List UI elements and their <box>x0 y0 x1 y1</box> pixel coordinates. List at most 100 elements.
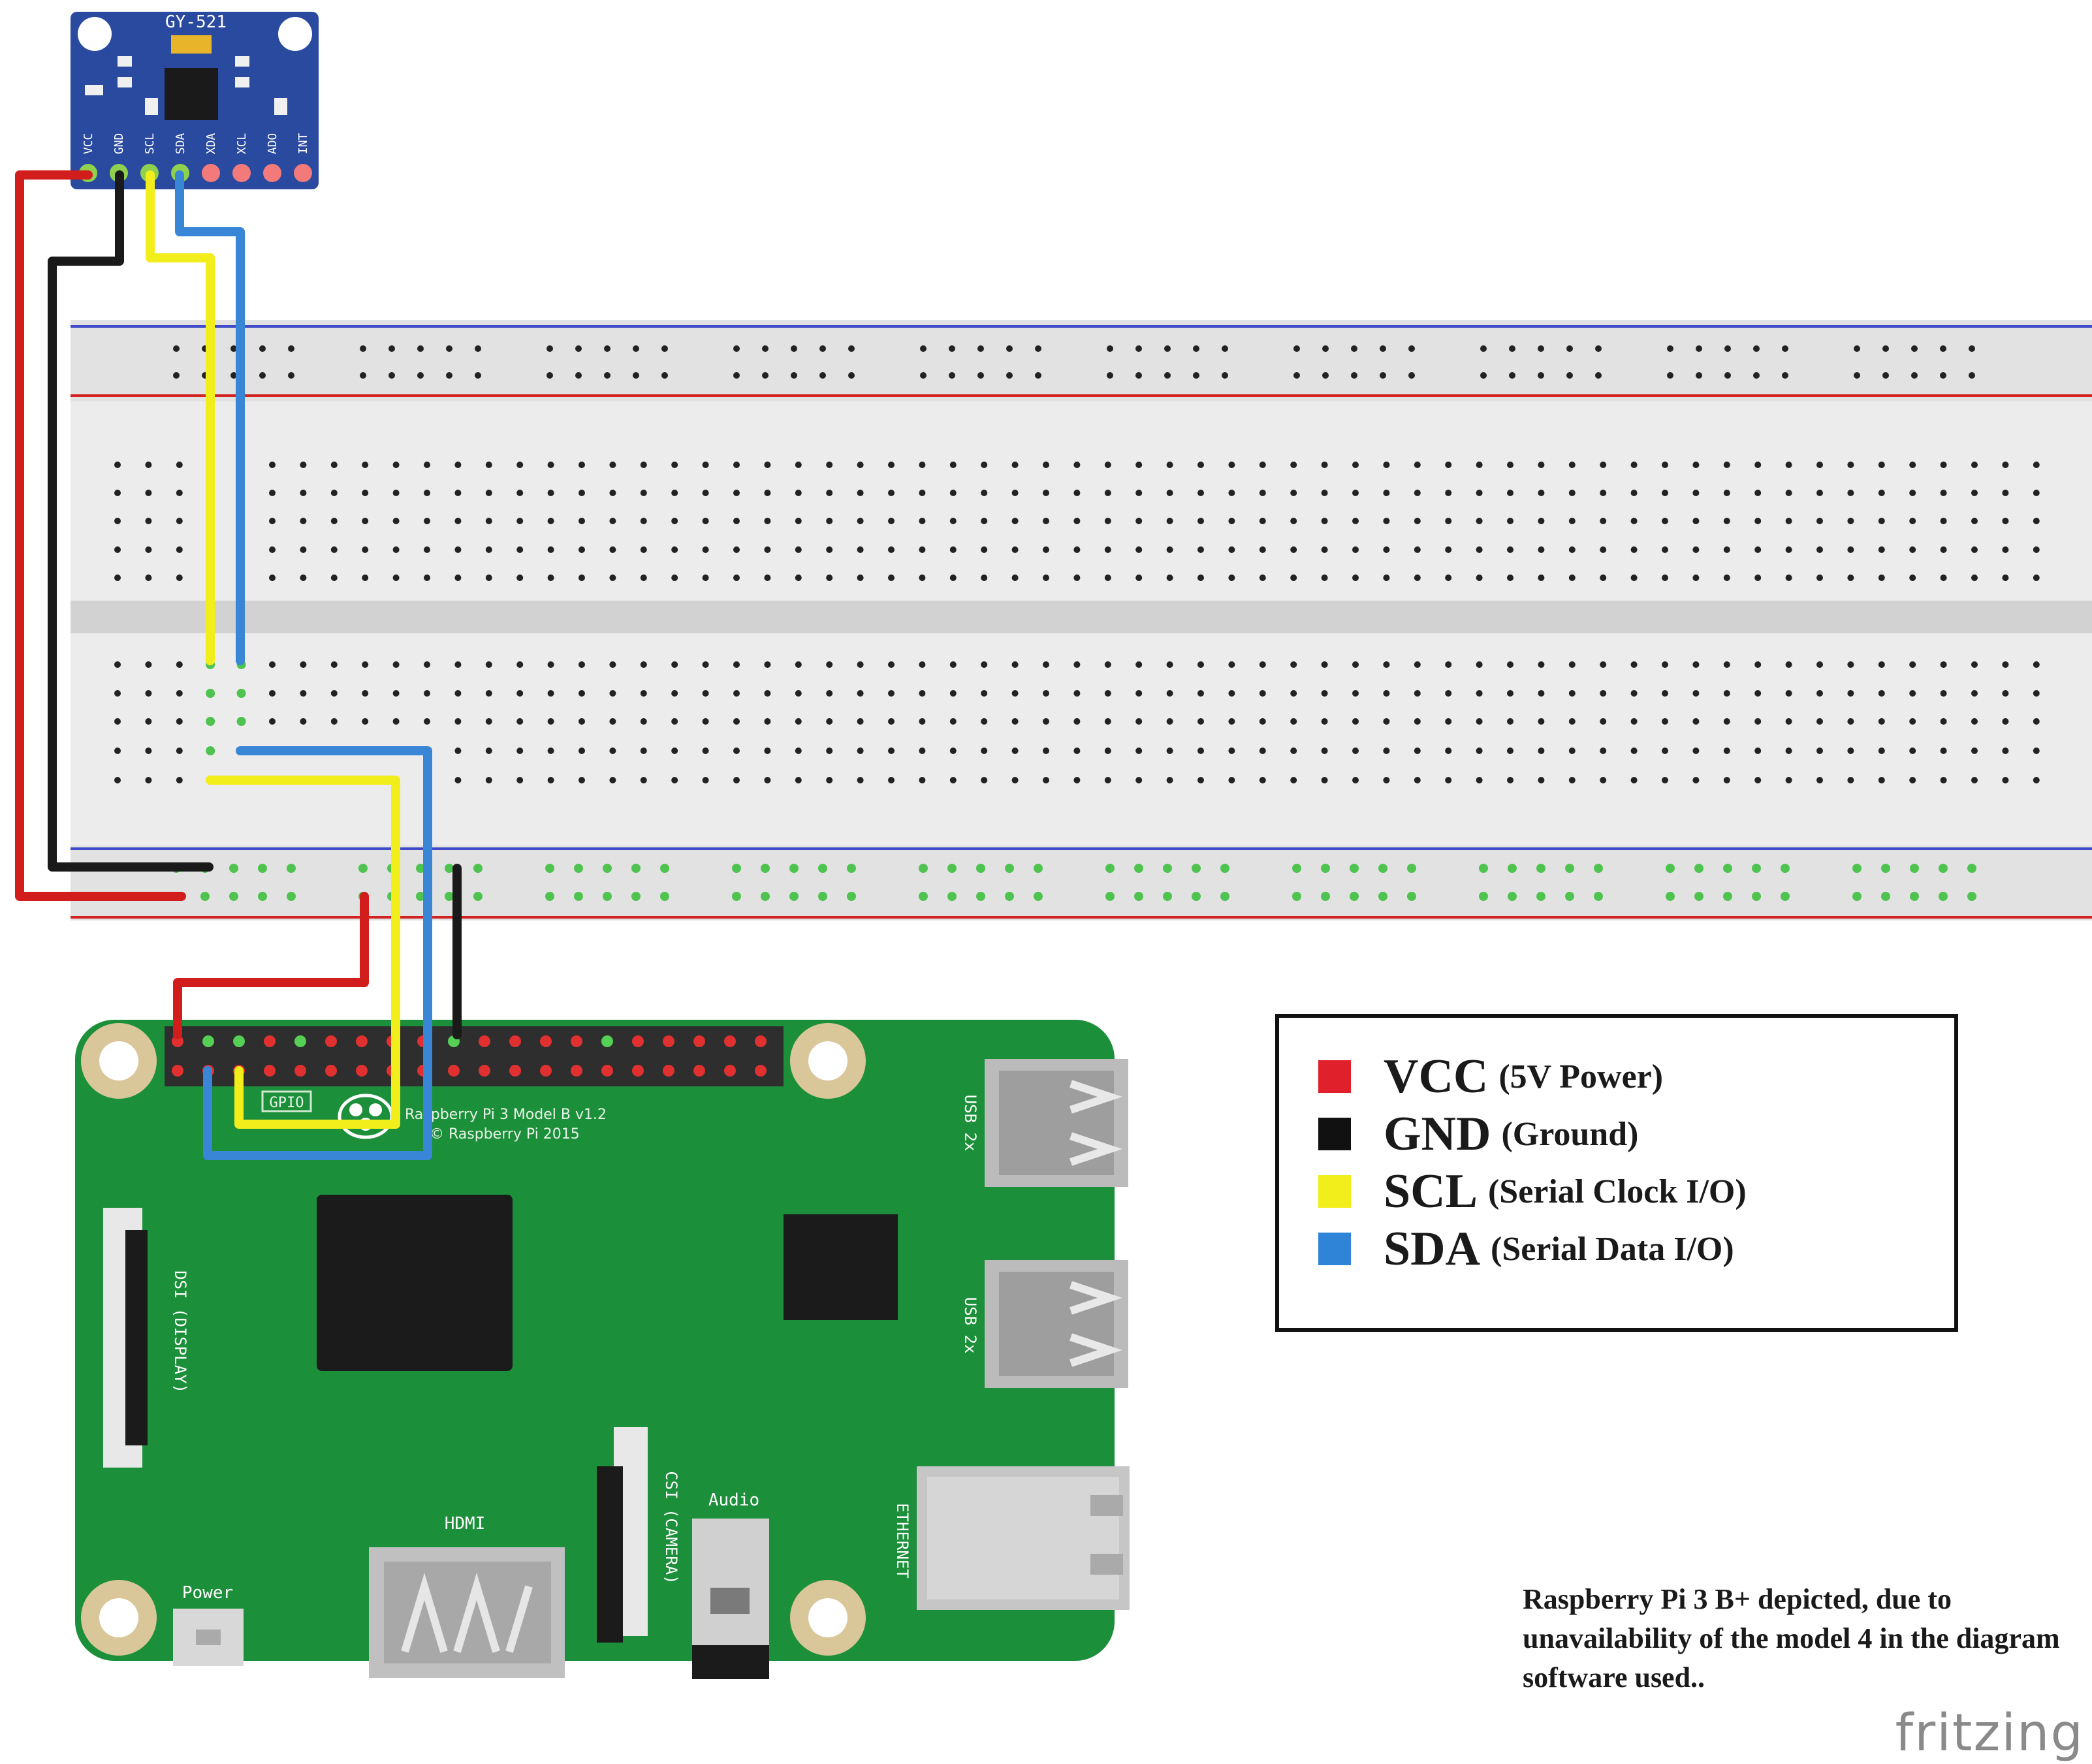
sensor-pin-ado <box>263 164 281 182</box>
power-rail-hole <box>575 345 582 352</box>
breadboard-hole <box>702 661 709 668</box>
breadboard-hole <box>1476 490 1483 496</box>
breadboard-hole <box>1847 575 1854 581</box>
breadboard-hole <box>733 546 740 553</box>
power-rail-hole <box>545 864 554 873</box>
breadboard-hole <box>1135 661 1143 668</box>
breadboard-hole <box>1321 777 1328 783</box>
power-rail-hole <box>1881 864 1890 873</box>
power-rail-hole <box>173 345 180 352</box>
breadboard-hole <box>547 690 554 697</box>
breadboard-hole <box>1662 718 1668 725</box>
breadboard-hole <box>1104 690 1111 697</box>
breadboard-hole <box>1445 777 1452 783</box>
breadboard-hole <box>919 490 926 496</box>
breadboard-hole <box>330 518 338 524</box>
breadboard-hole <box>1259 462 1266 468</box>
power-rail-hole <box>977 345 984 352</box>
breadboard-hole <box>1476 777 1483 783</box>
legend-item-sda: SDA (Serial Data I/O) <box>1318 1222 1734 1276</box>
power-rail-hole <box>475 372 481 379</box>
power-rail-hole <box>1293 345 1300 352</box>
power-rail-hole <box>733 372 740 379</box>
breadboard-hole <box>1043 462 1049 468</box>
power-rail-hole <box>1193 372 1199 379</box>
breadboard-hole <box>1290 748 1297 754</box>
breadboard-hole <box>145 748 152 754</box>
breadboard-hole <box>1723 777 1730 783</box>
breadboard-hole <box>269 718 276 725</box>
power-rail-hole <box>1723 892 1732 901</box>
power-rail-hole <box>1005 892 1014 901</box>
breadboard-hole <box>516 748 524 754</box>
breadboard-hole <box>176 718 183 725</box>
breadboard-hole <box>1321 690 1328 697</box>
breadboard-hole <box>1940 718 1947 725</box>
breadboard-hole <box>702 490 709 496</box>
power-rail-hole <box>1407 864 1416 873</box>
display-label: DSI (DISPLAY) <box>171 1270 189 1393</box>
breadboard-hole <box>485 462 492 468</box>
breadboard-hole <box>1166 490 1173 496</box>
breadboard-hole <box>547 748 554 754</box>
power-rail-hole <box>547 345 553 352</box>
power-rail-hole <box>1565 892 1574 901</box>
breadboard-hole <box>1847 518 1854 524</box>
breadboard-hole <box>1662 518 1668 524</box>
power-rail-hole <box>1034 864 1043 873</box>
breadboard-hole <box>1104 546 1111 553</box>
breadboard-hole <box>1847 490 1854 496</box>
breadboard-hole <box>1692 777 1700 783</box>
breadboard-hole <box>702 777 709 783</box>
breadboard-hole <box>857 575 864 581</box>
breadboard-hole <box>640 462 647 468</box>
breadboard-hole <box>1011 575 1019 581</box>
breadboard-hole <box>981 575 988 581</box>
breadboard-hole <box>981 718 988 725</box>
breadboard-hole <box>1476 661 1483 668</box>
breadboard-hole <box>330 575 338 581</box>
gpio-pin <box>479 1035 490 1047</box>
gpio-pin <box>202 1035 214 1047</box>
breadboard-hole <box>454 777 462 783</box>
breadboard-hole <box>857 690 864 697</box>
breadboard-hole <box>640 661 647 668</box>
breadboard-hole <box>888 661 895 668</box>
breadboard-hole <box>1785 490 1792 496</box>
breadboard-hole <box>1259 518 1266 524</box>
power-rail-hole <box>1509 345 1515 352</box>
breadboard-hole <box>702 518 709 524</box>
breadboard-hole <box>1383 575 1390 581</box>
breadboard-hole <box>1816 575 1823 581</box>
breadboard-hole <box>1600 462 1607 468</box>
breadboard-hole <box>795 490 802 496</box>
breadboard-hole <box>1259 718 1266 725</box>
power-rail-hole <box>1694 864 1704 873</box>
breadboard-hole <box>392 546 400 553</box>
breadboard-hole <box>424 462 430 468</box>
usb-label-1: USB 2x <box>961 1095 979 1152</box>
breadboard-hole <box>1630 690 1638 697</box>
power-rail-hole <box>1724 345 1731 352</box>
power-port <box>173 1609 244 1666</box>
power-rail-hole <box>1192 892 1201 901</box>
power-rail-hole <box>475 345 481 352</box>
power-rail-hole <box>445 892 454 901</box>
breadboard-hole <box>1662 661 1668 668</box>
gpio-pin <box>755 1065 767 1077</box>
breadboard-hole <box>1940 690 1947 697</box>
breadboard-hole <box>640 546 647 553</box>
breadboard-hole <box>578 518 585 524</box>
breadboard-hole <box>2002 661 2009 668</box>
gpio-pin <box>601 1035 613 1047</box>
gpio-pin <box>693 1065 705 1077</box>
breadboard-hole <box>981 546 988 553</box>
breadboard-hole <box>578 462 585 468</box>
breadboard-hole <box>1878 690 1885 697</box>
gpio-pin <box>571 1035 582 1047</box>
breadboard-hole <box>145 575 152 581</box>
breadboard-hole <box>1011 748 1019 754</box>
power-rail-hole <box>388 372 395 379</box>
breadboard-hole <box>1135 462 1143 468</box>
breadboard-hole <box>1259 546 1266 553</box>
